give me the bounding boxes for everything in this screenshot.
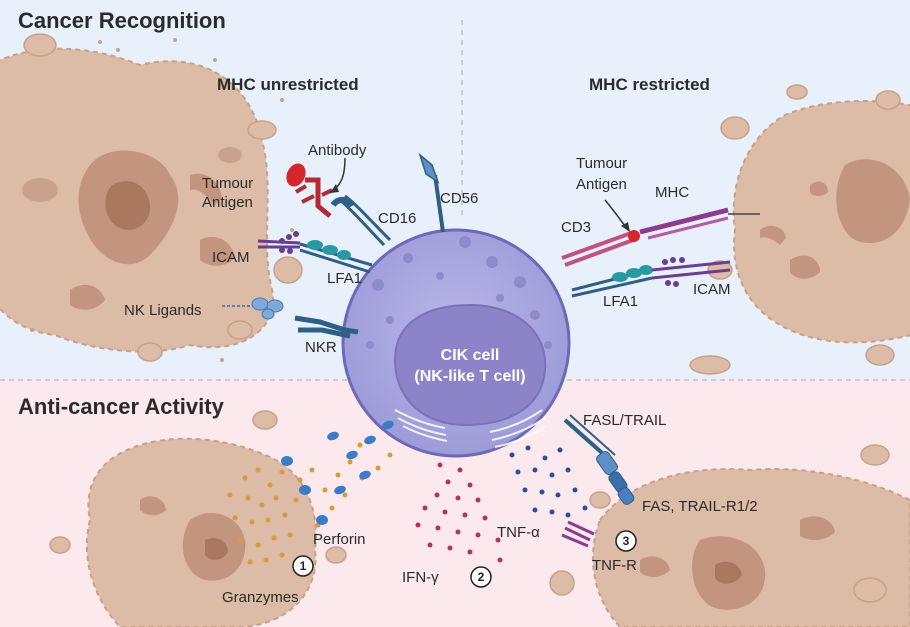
ifn-gamma-dots <box>415 462 503 563</box>
label-perforin: Perforin <box>313 531 366 548</box>
label-ifn-gamma: IFN-γ <box>402 569 439 586</box>
cik-cell: CIK cell (NK-like T cell) <box>341 228 571 458</box>
subtitle-mhc-unrestricted: MHC unrestricted <box>217 75 359 94</box>
cik-cell-label-line2: (NK-like T cell) <box>414 368 525 385</box>
label-granzymes: Granzymes <box>222 589 299 606</box>
vesicles-bottom-left <box>49 410 347 564</box>
label-tnf-r: TNF-R <box>592 557 637 574</box>
tumour-antigen-right <box>628 230 640 242</box>
label-tumour-antigen-left-2: Antigen <box>202 194 253 211</box>
section-title-cancer-recognition: Cancer Recognition <box>18 8 226 33</box>
cd3-receptor <box>561 230 637 267</box>
subtitle-mhc-restricted: MHC restricted <box>589 75 710 94</box>
label-icam-left: ICAM <box>212 249 250 266</box>
label-fasl-trail: FASL/TRAIL <box>583 412 666 429</box>
label-antibody: Antibody <box>308 142 367 159</box>
tnf-alpha-dots <box>509 445 588 518</box>
label-fas-trail-r: FAS, TRAIL-R1/2 <box>642 498 758 515</box>
vesicles-top-right <box>689 84 901 375</box>
step-3: 3 <box>615 530 637 552</box>
step-2: 2 <box>470 566 492 588</box>
label-cd16: CD16 <box>378 210 416 227</box>
label-cd56: CD56 <box>440 190 478 207</box>
nk-ligands <box>222 297 284 320</box>
icam-lfa1-left <box>257 231 373 274</box>
label-nkr: NKR <box>305 339 337 356</box>
label-icam-right: ICAM <box>693 281 731 298</box>
label-lfa1-left: LFA1 <box>327 270 362 287</box>
dots-top-left <box>30 38 294 362</box>
step-2-label: 2 <box>478 570 485 584</box>
tumour-cell-bottom-right <box>592 468 910 627</box>
label-cd3: CD3 <box>561 219 591 236</box>
vesicles-top-left <box>23 33 303 362</box>
cik-cell-label-line1: CIK cell <box>441 347 500 364</box>
cd16-receptor <box>330 194 392 247</box>
label-tumour-antigen-left-1: Tumour <box>202 175 253 192</box>
cd56-receptor <box>418 152 445 233</box>
label-mhc: MHC <box>655 184 689 201</box>
label-tumour-antigen-right-1: Tumour <box>576 155 627 172</box>
step-1: 1 <box>292 555 314 577</box>
label-lfa1-right: LFA1 <box>603 293 638 310</box>
granzymes-dots <box>227 442 393 565</box>
label-nk-ligands: NK Ligands <box>124 302 202 319</box>
label-tnf-alpha: TNF-α <box>497 524 540 541</box>
tumour-cell-bottom-left <box>85 437 317 627</box>
icam-lfa1-right <box>571 257 731 298</box>
tumour-antigen-left <box>286 163 306 187</box>
antibody <box>294 177 333 218</box>
perforin-molecules <box>281 420 394 525</box>
section-title-anti-cancer-activity: Anti-cancer Activity <box>18 394 225 419</box>
tumour-cell-top-right <box>732 99 910 344</box>
label-tumour-antigen-right-2: Antigen <box>576 176 627 193</box>
tnf-r-receptor <box>561 520 595 548</box>
mhc-molecule <box>639 207 760 240</box>
nkr-receptor <box>294 315 359 339</box>
step-1-label: 1 <box>300 559 307 573</box>
step-3-label: 3 <box>623 534 630 548</box>
tumour-cell-top-left <box>0 47 275 353</box>
fasl-trail-fas <box>563 414 635 505</box>
vesicles-bottom-right <box>549 444 890 603</box>
